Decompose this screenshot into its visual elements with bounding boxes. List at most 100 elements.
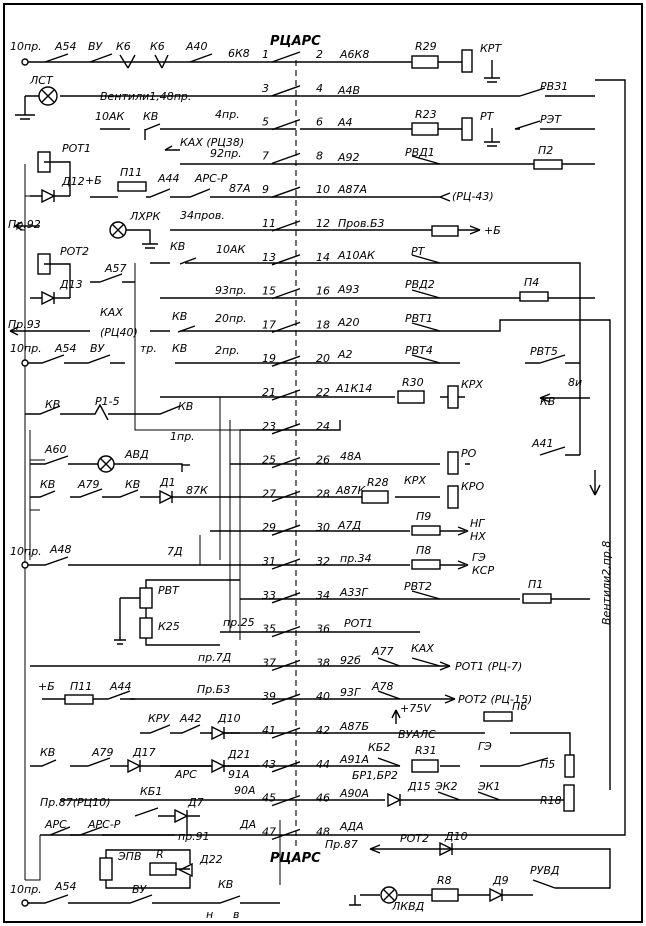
label-a60: А60 xyxy=(44,443,67,456)
label-pr87: Пр.87 xyxy=(325,838,358,851)
arrow-kah-rc38 xyxy=(164,145,180,151)
wire-label-48a: 48А xyxy=(340,450,362,463)
label-d1: Д1 xyxy=(159,476,176,489)
diode-d10-wire xyxy=(223,727,240,739)
fuse-p1 xyxy=(522,593,552,604)
pin-left-47: 47 xyxy=(262,825,276,838)
fuse-p4 xyxy=(519,291,549,302)
wire-label-a92: А92 xyxy=(337,151,360,164)
label-ret: РЭТ xyxy=(540,113,562,126)
label-p8: П8 xyxy=(416,544,431,557)
wire-label-pr25: пр.25 xyxy=(223,616,255,629)
label-rvt1: РВТ1 xyxy=(405,312,433,325)
pin-left-37: 37 xyxy=(262,656,276,669)
resistor-r18 xyxy=(563,784,575,812)
switch-a48 xyxy=(25,556,100,566)
label-a44-2: А44 xyxy=(109,680,132,693)
wire-label-provb3: Пров.Б3 xyxy=(338,217,385,230)
pin-left-35: 35 xyxy=(262,623,276,636)
terminal-10pr-2 xyxy=(21,359,29,367)
label-kv-9: КВ xyxy=(40,746,55,759)
label-ek2: ЭК2 xyxy=(434,780,458,793)
switch-kv-2 xyxy=(150,257,197,265)
label-rvt2: РВТ2 xyxy=(404,580,432,593)
label-10pr-2: 10пр. xyxy=(10,342,42,355)
label-r28: R28 xyxy=(367,476,389,489)
switch-kru-a42 xyxy=(140,724,212,734)
pin-right-20: 20 xyxy=(316,352,330,365)
pin-right-30: 30 xyxy=(316,521,330,534)
wire-label-a90a: А90А xyxy=(339,787,369,800)
wire-label-prb3: Пр.Б3 xyxy=(197,683,230,696)
diode-d13-wire xyxy=(30,263,71,304)
pin-right-34: 34 xyxy=(316,589,330,602)
label-kv-n: н xyxy=(206,908,213,921)
label-lkvd: ЛКВД xyxy=(391,900,425,913)
wire-label-a93: А93 xyxy=(337,283,360,296)
diode-d12-wire xyxy=(30,161,71,202)
switch-row-r1-5 xyxy=(25,403,181,421)
switch-row-87k xyxy=(30,488,160,498)
ground-symbols xyxy=(142,60,500,906)
pin-right-40: 40 xyxy=(316,690,330,703)
label-a77: А77 xyxy=(371,645,394,658)
label-a54-3: А54 xyxy=(54,880,77,893)
label-r31: R31 xyxy=(415,744,437,757)
diode-d7-wire xyxy=(186,810,200,835)
pin-right-28: 28 xyxy=(316,487,330,500)
wire-label-a2: А2 xyxy=(337,348,353,361)
label-10ak: 10АК xyxy=(95,110,126,123)
pin-left-9: 9 xyxy=(262,183,269,196)
label-k6a: К6 xyxy=(116,40,131,53)
connector-label-bottom: РЦАРС xyxy=(270,851,321,866)
switch-a57 xyxy=(90,273,135,283)
contact-25 xyxy=(271,456,301,469)
resistor-r xyxy=(149,862,177,876)
wire-label-2pr: 2пр. xyxy=(215,344,240,357)
page-frame xyxy=(3,3,643,923)
wire-label-pr34: пр.34 xyxy=(340,552,372,565)
top-left-contacts xyxy=(21,53,213,69)
label-rvt: РВТ xyxy=(158,584,180,597)
pin-right-44: 44 xyxy=(316,758,330,771)
wire-label-90a: 90А xyxy=(234,784,256,797)
diode-d13 xyxy=(41,290,56,306)
label-r1-5: Р1-5 xyxy=(95,395,120,408)
switch-row-a54-2 xyxy=(25,354,125,364)
wire-label-a1k14: А1К14 xyxy=(335,382,372,395)
wire-label-6k8: 6К8 xyxy=(228,47,250,60)
pin-left-29: 29 xyxy=(262,521,276,534)
label-a42: А42 xyxy=(179,712,202,725)
pin-left-45: 45 xyxy=(262,792,276,805)
pin-left-21: 21 xyxy=(262,386,276,399)
coil-rvt xyxy=(139,587,153,609)
label-rvd1: РВД1 xyxy=(405,146,435,159)
label-kb2: КБ2 xyxy=(368,741,390,754)
resistor-r30 xyxy=(397,390,425,404)
label-r: R xyxy=(156,848,164,861)
label-br1br2: БР1,БР2 xyxy=(352,769,398,782)
wire-label-a87k: А87К xyxy=(335,484,367,497)
label-ek1: ЭК1 xyxy=(477,780,501,793)
label-vu-3: ВУ xyxy=(132,883,148,896)
pin-left-15: 15 xyxy=(262,285,276,298)
ground-lst xyxy=(15,95,39,120)
label-pot2-left: РОТ2 xyxy=(60,245,89,258)
switch-row-87a xyxy=(90,188,250,198)
lamp-lst-cross xyxy=(41,89,55,103)
label-ksr: КСР xyxy=(472,564,494,577)
connector-label-top: РЦАРС xyxy=(270,34,321,49)
label-kah-right: КАХ xyxy=(411,642,434,655)
lamp-lhrk-cross xyxy=(111,223,125,237)
diode-d10 xyxy=(211,725,226,741)
wire-label-a10ak: А10АК xyxy=(337,249,376,262)
label-kv-10: КВ xyxy=(218,878,233,891)
label-p1: П1 xyxy=(528,578,543,591)
switch-a60 xyxy=(30,455,183,472)
label-kv-8: КВ xyxy=(125,478,140,491)
wire-label-10ak: 10АК xyxy=(216,243,247,256)
label-91a: 91А xyxy=(228,768,250,781)
wire-label-a4: А4 xyxy=(337,116,353,129)
label-kru: КРУ xyxy=(148,712,170,725)
